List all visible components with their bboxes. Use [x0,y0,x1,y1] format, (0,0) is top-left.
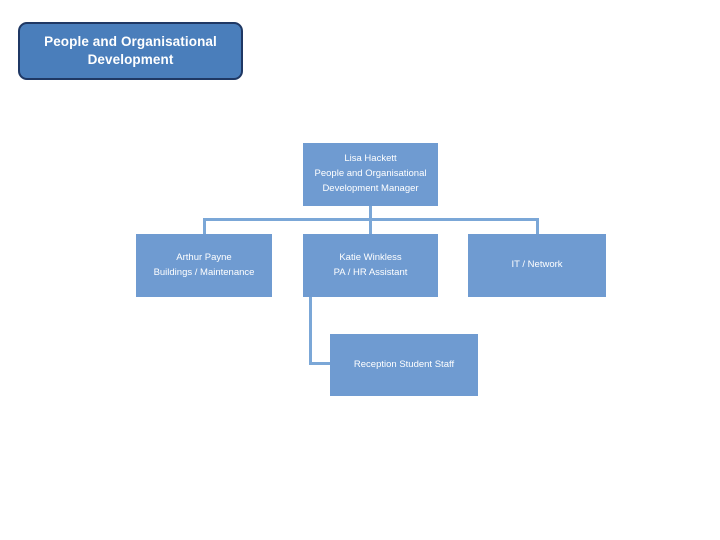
org-node-reception-student-staff[interactable]: Reception Student Staff [330,334,478,396]
org-node-lisa-hackett[interactable]: Lisa Hackett People and Organisational D… [303,143,438,206]
org-node-arthur-payne[interactable]: Arthur Payne Buildings / Maintenance [136,234,272,297]
org-node-katie-winkless[interactable]: Katie Winkless PA / HR Assistant [303,234,438,297]
slide-title-box: People and Organisational Development [18,22,243,80]
slide-title-text: People and Organisational Development [44,33,217,67]
org-node-name: Katie Winkless [339,251,402,263]
connector-drop-left [203,218,206,234]
connector-drop-middle [369,218,372,234]
org-node-role: People and Organisational Development Ma… [314,168,427,194]
connector-drop-right [536,218,539,234]
org-node-role: PA / HR Assistant [333,266,408,278]
connector-root-stem [369,206,372,220]
org-node-it-network[interactable]: IT / Network [468,234,606,297]
org-node-name: Arthur Payne [176,251,232,263]
connector-elbow-vertical [309,297,312,365]
org-node-name: Lisa Hackett [344,153,397,165]
org-node-name: IT / Network [511,259,563,271]
org-node-name: Reception Student Staff [353,358,455,370]
org-node-role: Buildings / Maintenance [153,266,255,278]
connector-elbow-horizontal [309,362,333,365]
